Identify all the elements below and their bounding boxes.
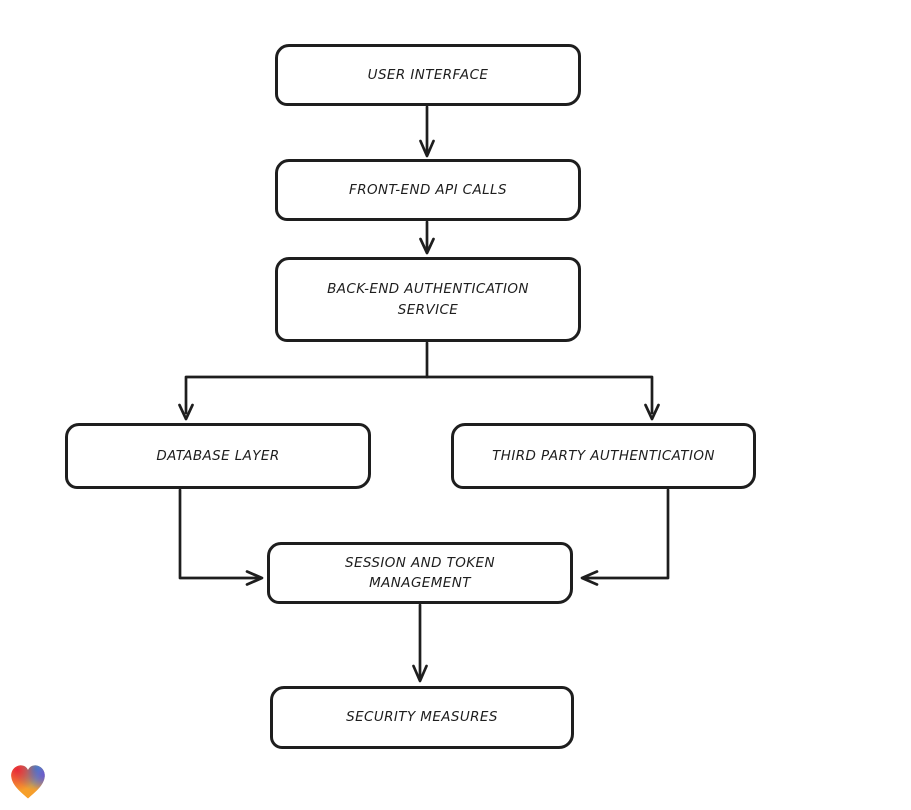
arrowhead-icon <box>419 237 435 255</box>
node-session-and-token-management[interactable]: SESSION AND TOKEN MANAGEMENT <box>267 542 573 604</box>
node-user-interface[interactable]: USER INTERFACE <box>275 44 581 106</box>
node-label: FRONT-END API CALLS <box>349 181 507 198</box>
edge-line <box>425 375 654 415</box>
edge-back-end-to-third-party[interactable] <box>425 375 660 421</box>
node-label: SECURITY MEASURES <box>346 709 498 726</box>
node-label: USER INTERFACE <box>367 66 489 83</box>
node-label: THIRD PARTY AUTHENTICATION <box>492 447 715 464</box>
node-front-end-api-calls[interactable]: FRONT-END API CALLS <box>275 159 581 221</box>
edge-line <box>583 488 670 580</box>
edge-line <box>184 341 429 415</box>
edge-front-end-to-back-end[interactable] <box>419 220 435 255</box>
edge-user-interface-to-front-end[interactable] <box>419 105 435 158</box>
edge-session-to-security[interactable] <box>412 603 428 683</box>
arrowhead-icon <box>580 570 599 586</box>
edge-back-end-to-database[interactable] <box>178 341 429 421</box>
node-back-end-authentication-service[interactable]: BACK-END AUTHENTICATION SERVICE <box>275 257 581 342</box>
node-label: DATABASE LAYER <box>156 447 280 464</box>
node-third-party-authentication[interactable]: THIRD PARTY AUTHENTICATION <box>451 423 756 489</box>
edge-line <box>178 488 261 580</box>
node-security-measures[interactable]: SECURITY MEASURES <box>270 686 574 749</box>
arrowhead-icon <box>412 664 428 683</box>
edge-third-party-to-session[interactable] <box>580 488 670 586</box>
node-database-layer[interactable]: DATABASE LAYER <box>65 423 371 489</box>
arrowhead-icon <box>644 403 660 421</box>
node-label: BACK-END AUTHENTICATION SERVICE <box>327 281 529 318</box>
edge-database-to-session[interactable] <box>178 488 264 586</box>
node-label: SESSION AND TOKEN MANAGEMENT <box>345 554 495 591</box>
arrowhead-icon <box>178 403 194 421</box>
arrowhead-icon <box>245 570 264 586</box>
arrowhead-icon <box>419 139 435 158</box>
